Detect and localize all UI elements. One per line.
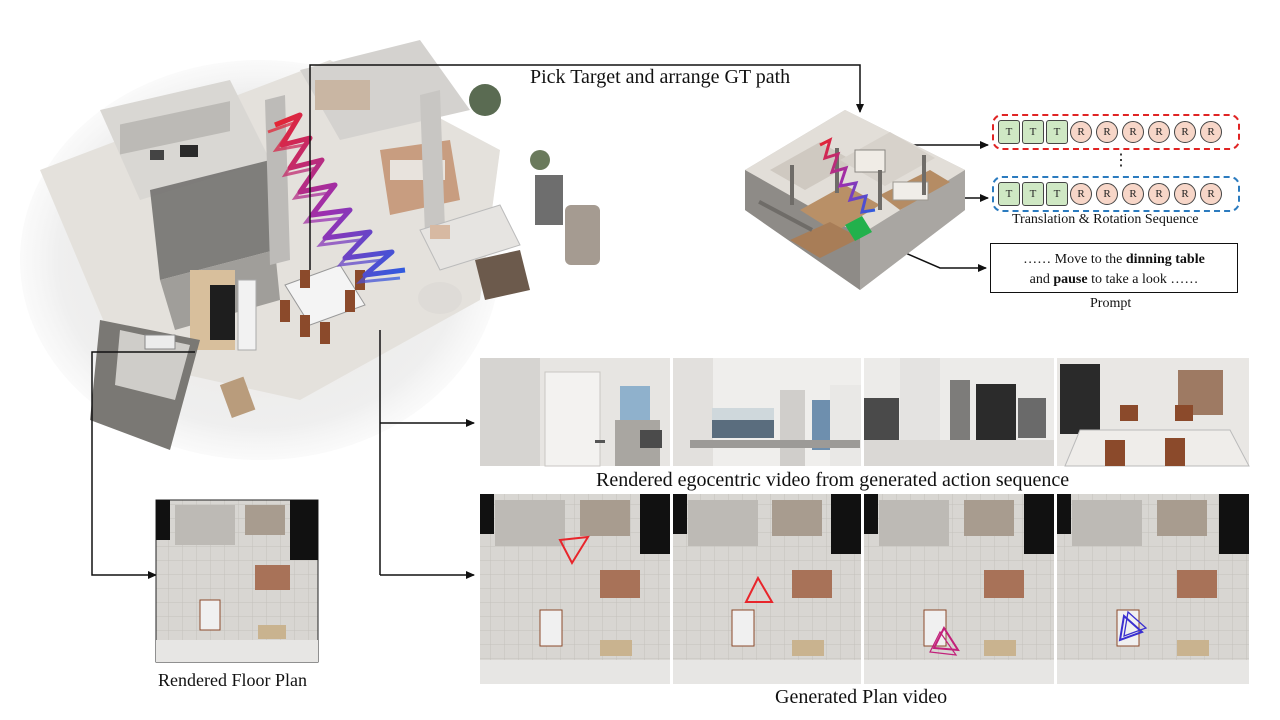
- action-sequence-bottom: [992, 176, 1240, 212]
- prompt-line-2: and pause to take a look ……: [1029, 272, 1199, 287]
- sequence-ellipsis: ⋮: [1113, 152, 1129, 169]
- scene-3d-model: [745, 110, 965, 290]
- ego-frame-1: [480, 358, 670, 467]
- floorplan-caption: Rendered Floor Plan: [158, 670, 307, 690]
- ego-frame-3: [864, 358, 1054, 466]
- sequence-bottom-token-2: T: [1022, 182, 1044, 206]
- sequence-top-token-7: R: [1148, 121, 1170, 143]
- sequence-bottom-token-4: R: [1070, 183, 1092, 205]
- prompt-line-1: …… Move to the dinning table: [1023, 252, 1205, 267]
- plan-marker-4: [1118, 614, 1144, 642]
- sequence-top-token-4: R: [1070, 121, 1092, 143]
- sequence-top-token-5: R: [1096, 121, 1118, 143]
- sequence-top-token-1: T: [998, 120, 1020, 144]
- sequence-top-token-8: R: [1174, 121, 1196, 143]
- gt-path-trajectory: [267, 112, 406, 284]
- plan-frame-4: [1057, 494, 1249, 684]
- sequence-bottom-token-1: T: [998, 182, 1020, 206]
- top-arrow-label: Pick Target and arrange GT path: [530, 66, 791, 88]
- prompt-box: …… Move to the dinning table and pause t…: [990, 243, 1238, 293]
- plan-marker-1: [558, 535, 590, 566]
- sequence-bottom-token-5: R: [1096, 183, 1118, 205]
- plan-video-caption: Generated Plan video: [775, 686, 948, 708]
- sequence-top-token-2: T: [1022, 120, 1044, 144]
- plan-video-strip: [480, 494, 1249, 684]
- sequence-bottom-token-6: R: [1122, 183, 1144, 205]
- plan-marker-2: [744, 575, 774, 603]
- sequence-bottom-token-3: T: [1046, 182, 1068, 206]
- egocentric-video-strip: [480, 358, 1250, 467]
- sequence-bottom-token-9: R: [1200, 183, 1222, 205]
- target-marker: [845, 216, 872, 241]
- ego-frame-2: [673, 358, 861, 466]
- sequence-top-token-9: R: [1200, 121, 1222, 143]
- floor-plan-image: [155, 499, 319, 663]
- prompt-caption: Prompt: [1090, 296, 1132, 311]
- sequence-caption: Translation & Rotation Sequence: [1012, 212, 1199, 227]
- egocentric-caption: Rendered egocentric video from generated…: [596, 469, 1070, 491]
- ego-frame-4: [1057, 358, 1250, 467]
- sequence-top-token-6: R: [1122, 121, 1144, 143]
- action-sequence-top: [992, 114, 1240, 150]
- sequence-bottom-token-7: R: [1148, 183, 1170, 205]
- scene-3d-reconstruction: [20, 40, 600, 460]
- sequence-top-token-3: T: [1046, 120, 1068, 144]
- plan-marker-3: [932, 625, 960, 652]
- plan-frame-2: [673, 494, 861, 684]
- plan-frame-1: [480, 494, 670, 684]
- plan-frame-3: [864, 494, 1054, 684]
- sequence-bottom-token-8: R: [1174, 183, 1196, 205]
